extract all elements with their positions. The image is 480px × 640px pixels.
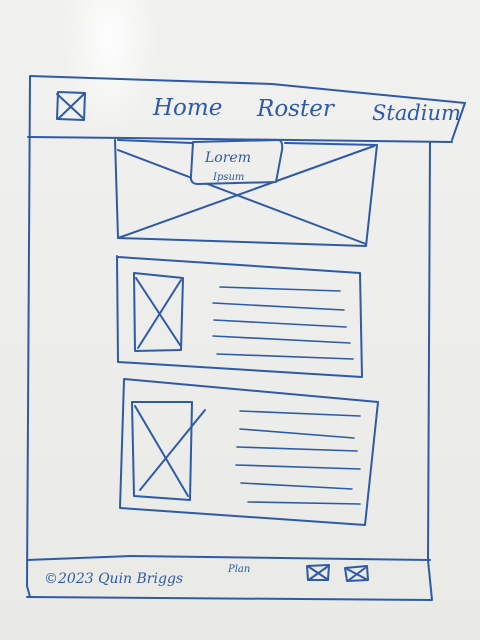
header-bar: Home Roster Stadium [27,91,461,143]
nav-roster[interactable]: Roster [256,96,336,122]
card-2-text-lines [235,410,361,505]
header-divider [27,136,453,143]
card-1-text-lines [212,286,354,360]
card-1-image-placeholder-icon [133,272,184,352]
social-icon-2[interactable] [344,565,369,582]
footer-divider [26,555,431,561]
logo-image-placeholder-icon[interactable] [56,91,86,121]
footer-bar: ©2023 Quin Briggs Plan [26,555,431,587]
hero-cross-line-1 [117,149,367,245]
hero-badge[interactable]: Lorem Ipsum [189,139,284,185]
content-card-2[interactable] [119,378,379,526]
nav-stadium[interactable]: Stadium [372,101,461,125]
social-icon-1[interactable] [306,564,330,581]
footer-copyright: ©2023 Quin Briggs [44,571,183,587]
hero-badge-title: Lorem [204,150,251,166]
hero-image-placeholder: Lorem Ipsum [114,139,378,247]
hero-badge-subtitle: Ipsum [212,172,244,183]
footer-link-plan[interactable]: Plan [227,564,250,575]
hero-cross-line-2 [117,145,375,239]
content-card-1[interactable] [116,255,363,378]
card-2-image-placeholder-icon [131,401,206,501]
nav-home[interactable]: Home [152,95,222,121]
page-frame [26,75,466,601]
